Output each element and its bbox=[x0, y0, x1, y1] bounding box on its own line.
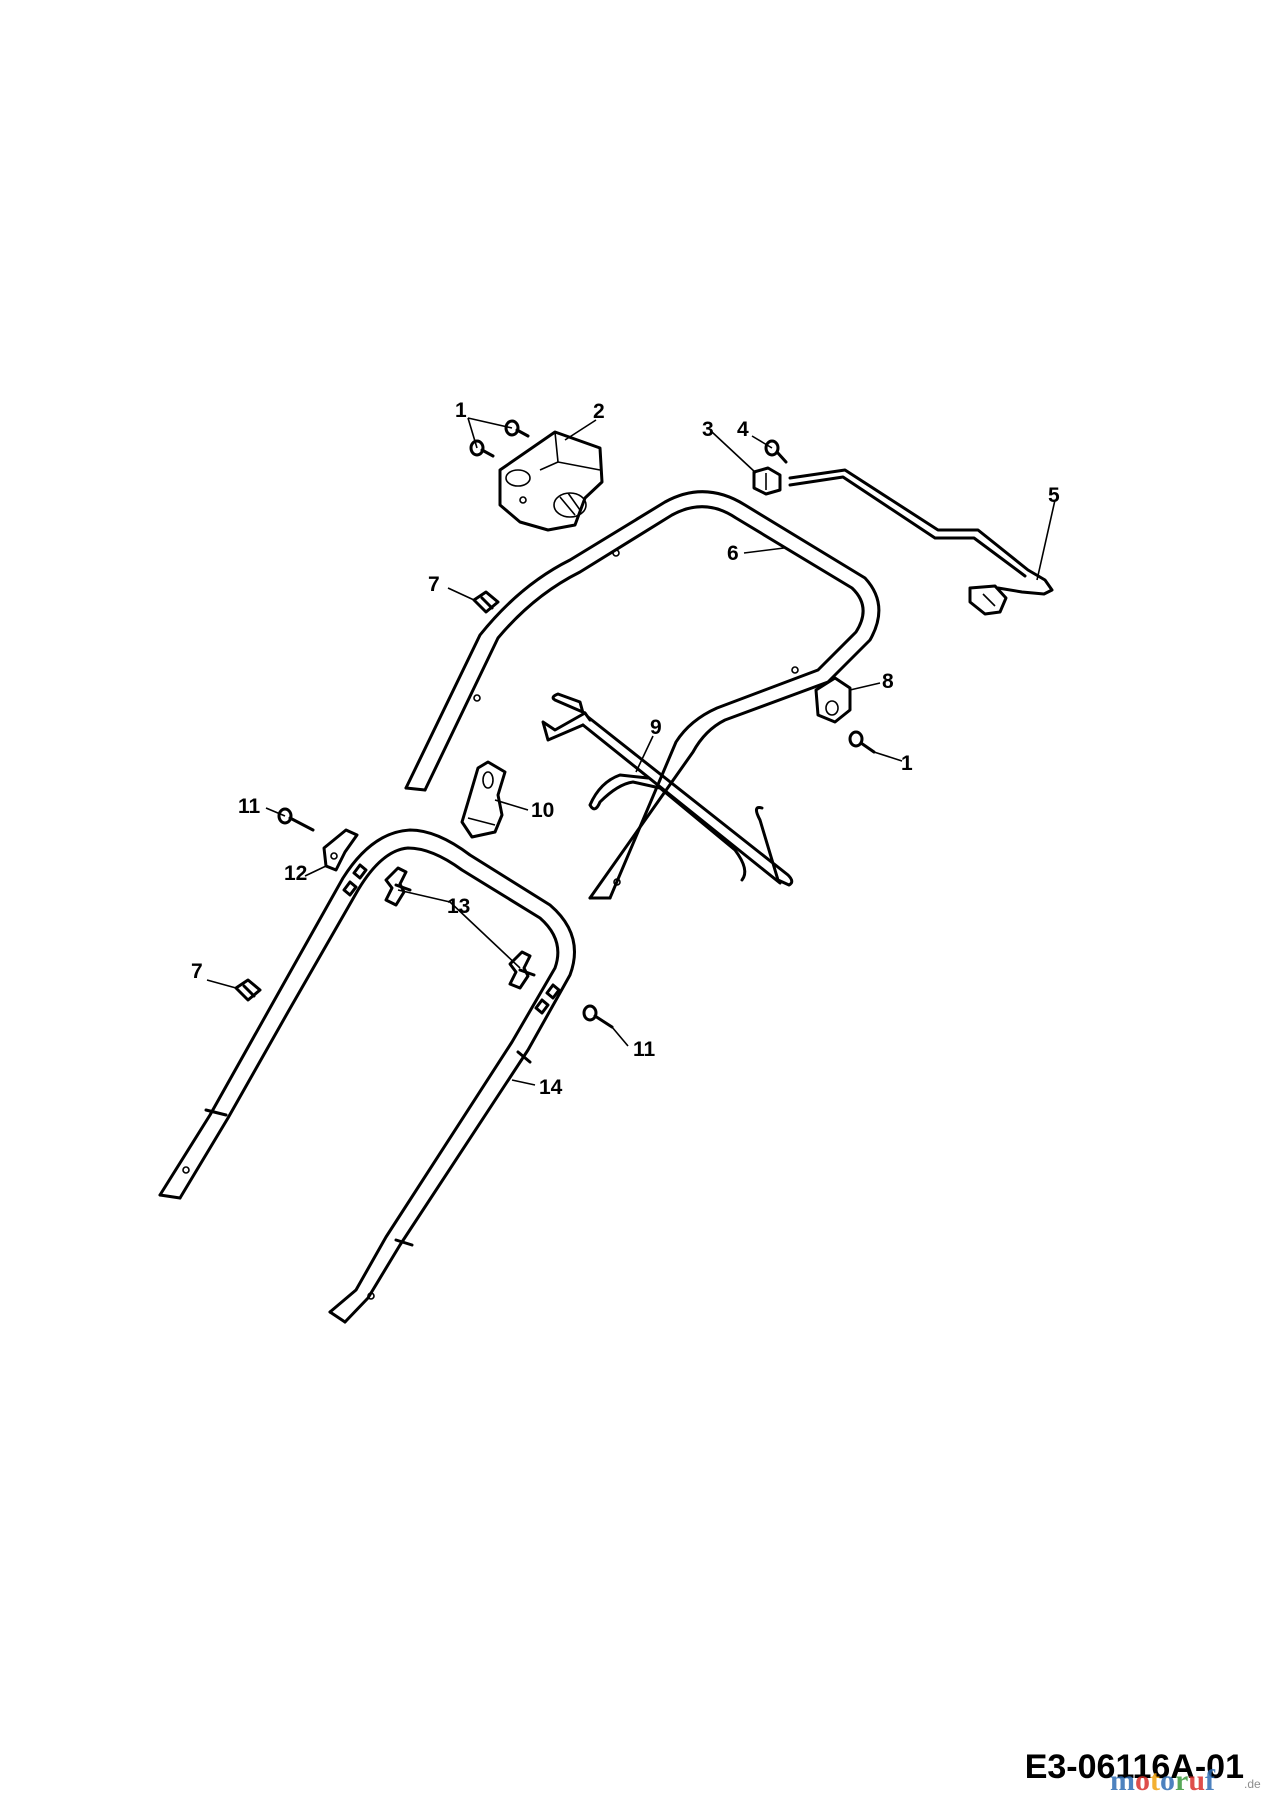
part-2-control-housing bbox=[498, 430, 604, 532]
part-11-bolt bbox=[582, 1004, 614, 1029]
leader-lines bbox=[206, 417, 1056, 1086]
callout-3: 3 bbox=[702, 418, 714, 441]
svg-text:motoruf: motoruf bbox=[1110, 1764, 1216, 1797]
callout-4: 4 bbox=[737, 418, 749, 441]
part-14-lower-handle bbox=[158, 828, 576, 1324]
callout-12: 12 bbox=[284, 862, 307, 885]
part-1-screw bbox=[504, 419, 530, 438]
part-1-screw bbox=[469, 439, 495, 458]
callout-6: 6 bbox=[727, 542, 739, 565]
callout-1: 1 bbox=[901, 752, 913, 775]
part-9-cable bbox=[541, 692, 794, 887]
part-13-knob bbox=[508, 950, 536, 990]
callout-10: 10 bbox=[531, 799, 554, 822]
watermark-letter: t bbox=[1150, 1764, 1160, 1797]
callout-5: 5 bbox=[1048, 484, 1060, 507]
callout-7: 7 bbox=[191, 960, 203, 983]
callout-11: 11 bbox=[633, 1038, 656, 1061]
part-11-bolt bbox=[277, 807, 315, 832]
callout-9: 9 bbox=[650, 716, 662, 739]
callout-1: 1 bbox=[455, 399, 467, 422]
watermark-logo: motoruf .de bbox=[1110, 1764, 1261, 1797]
watermark-letter: o bbox=[1160, 1764, 1175, 1797]
watermark-letter: o bbox=[1135, 1764, 1150, 1797]
part-7-connector bbox=[472, 590, 500, 614]
part-3-bushing bbox=[752, 466, 782, 496]
part-1-screw bbox=[848, 730, 876, 754]
callout-8: 8 bbox=[882, 670, 894, 693]
watermark-suffix: .de bbox=[1244, 1777, 1261, 1791]
watermark-letter: m bbox=[1110, 1764, 1135, 1797]
callout-2: 2 bbox=[593, 400, 605, 423]
watermark-letter: r bbox=[1175, 1764, 1188, 1797]
watermark-letter: f bbox=[1205, 1764, 1216, 1797]
part-10-cable-guide bbox=[460, 760, 507, 839]
drawing-number: E3-06116A-01 bbox=[1025, 1748, 1244, 1786]
watermark-letter: u bbox=[1188, 1764, 1205, 1797]
part-13-knob bbox=[384, 866, 412, 907]
part-6-upper-handle bbox=[404, 490, 881, 900]
callout-7: 7 bbox=[428, 573, 440, 596]
callout-13: 13 bbox=[447, 895, 470, 918]
callout-14: 14 bbox=[539, 1076, 563, 1099]
part-4-screw bbox=[764, 439, 788, 464]
callouts: 1 2 3 4 5 6 7 8 1 9 11 10 12 13 7 11 14 bbox=[191, 399, 1060, 1099]
part-8-clamp bbox=[814, 676, 852, 724]
part-5-control-bail bbox=[788, 468, 1054, 616]
callout-11: 11 bbox=[238, 795, 261, 818]
part-7-connector bbox=[234, 978, 262, 1002]
